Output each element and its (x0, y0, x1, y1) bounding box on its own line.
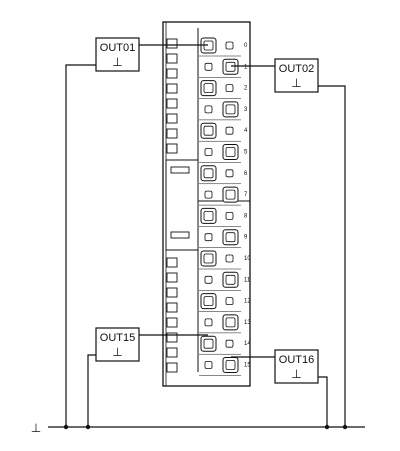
output-box-out16: OUT16 ⊥ (274, 349, 319, 384)
terminal: 4 (199, 122, 248, 142)
side-tab (166, 113, 178, 124)
terminal: 9 (199, 229, 248, 248)
terminal-number: 9 (244, 235, 248, 241)
terminal-number: 1 (244, 64, 248, 70)
terminal: 5 (199, 144, 248, 163)
side-tab (166, 272, 178, 283)
junction-dot (85, 424, 91, 430)
wire-out16-ground (318, 376, 328, 427)
junction-dot (324, 424, 330, 430)
terminal: 11 (199, 271, 251, 291)
terminal: 7 (199, 186, 248, 206)
side-tab (166, 332, 178, 343)
terminal-number: 5 (244, 150, 248, 156)
terminal-number: 7 (244, 192, 248, 198)
terminal-number: 6 (244, 171, 248, 177)
side-tab (166, 53, 178, 64)
side-tab (166, 38, 178, 49)
output-label: OUT16 (279, 354, 314, 366)
output-label: OUT15 (100, 332, 135, 344)
ground-icon: ⊥ (291, 76, 301, 90)
wire-out01-ground (65, 64, 96, 427)
terminal: 2 (199, 80, 248, 99)
ground-icon: ⊥ (112, 345, 122, 359)
side-tab (166, 317, 178, 328)
terminal-number: 8 (244, 213, 248, 219)
side-tab (166, 83, 178, 94)
terminal: 3 (199, 101, 248, 121)
output-box-out02: OUT02 ⊥ (274, 58, 319, 93)
output-box-out15: OUT15 ⊥ (95, 327, 140, 362)
side-tab (166, 347, 178, 358)
ground-bus-icon: ⊥ (31, 421, 41, 435)
ground-icon: ⊥ (112, 55, 122, 69)
output-label: OUT02 (279, 63, 314, 75)
terminal: 15 (199, 357, 251, 376)
side-tab (166, 257, 178, 268)
side-tab (166, 128, 178, 139)
terminal: 13 (199, 314, 251, 334)
terminal: 6 (199, 165, 248, 185)
terminal-number: 12 (244, 299, 251, 305)
terminal-number: 3 (244, 107, 248, 113)
junction-dot (342, 424, 348, 430)
terminal: 14 (199, 335, 251, 355)
terminal-number: 4 (244, 128, 248, 134)
ground-icon: ⊥ (291, 367, 301, 381)
terminal-number: 14 (244, 341, 251, 347)
terminal-number: 0 (244, 43, 248, 49)
terminal: 10 (199, 250, 251, 270)
terminal-number: 10 (244, 256, 251, 262)
wire-out02-ground (318, 85, 346, 427)
wiring (48, 44, 365, 430)
side-tab (166, 143, 178, 154)
terminal: 8 (199, 207, 248, 227)
terminal-number: 13 (244, 320, 251, 326)
side-tab (166, 68, 178, 79)
junction-dot (63, 424, 69, 430)
output-label: OUT01 (100, 42, 135, 54)
side-tab (166, 362, 178, 373)
side-tab (166, 98, 178, 109)
side-tab (166, 287, 178, 298)
output-box-out01: OUT01 ⊥ (95, 37, 140, 72)
terminal: 1 (199, 58, 248, 78)
terminal: 0 (199, 37, 248, 57)
terminal: 12 (199, 293, 251, 312)
terminal-number: 15 (244, 363, 251, 369)
terminal-number: 2 (244, 86, 248, 92)
wire-out15-ground (87, 354, 96, 427)
terminal-number: 11 (244, 277, 251, 283)
side-tab (166, 302, 178, 313)
module-side-tabs (166, 38, 178, 373)
